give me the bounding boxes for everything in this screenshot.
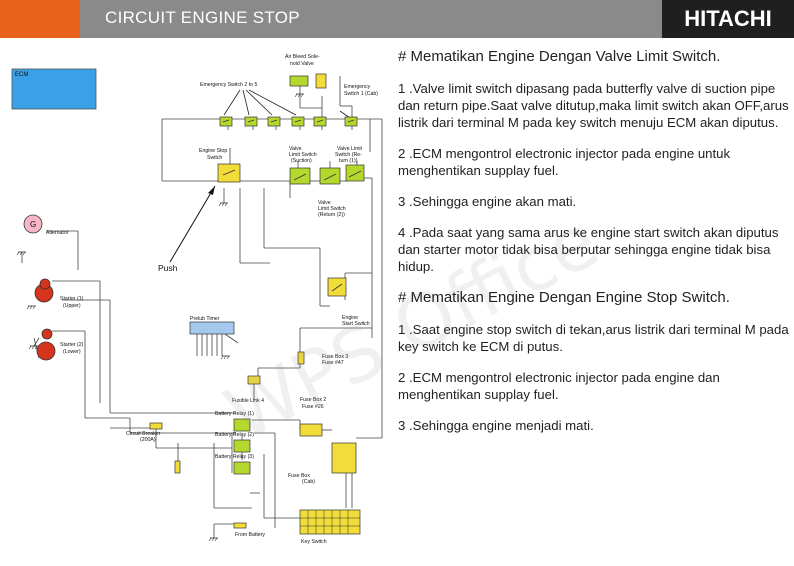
air-bleed-valve-connector <box>315 73 327 89</box>
paragraph-2-3: 3 .Sehingga engine menjadi mati. <box>398 418 594 433</box>
battery-relay-1 <box>233 418 251 432</box>
heading-valve-limit-switch: # Mematikan Engine Dengan Valve Limit Sw… <box>398 48 721 65</box>
starter-lower-label-line1: Starter (2) <box>60 342 84 348</box>
paragraph-2-1: 1 .Saat engine stop switch di tekan,arus… <box>398 322 789 354</box>
key-switch-label: Key Switch <box>301 539 327 545</box>
starter-upper-label-line2: (Upper) <box>63 303 81 309</box>
from-battery-connector <box>233 522 247 529</box>
ground-icon <box>26 305 37 310</box>
push-arrow-head-icon <box>208 186 215 195</box>
brand-logo: HITACHI <box>684 6 772 31</box>
starter-lower-label-line2: (Lower) <box>63 349 81 355</box>
starter-upper-solenoid <box>39 278 51 290</box>
text-panel: # Mematikan Engine Dengan Valve Limit Sw… <box>398 48 790 448</box>
brand-box: HITACHI <box>662 0 794 38</box>
header-accent <box>0 0 80 38</box>
fuse-box-2-label-line1: Fuse Box 2 <box>300 397 326 403</box>
push-label: Push <box>158 263 178 273</box>
emergency-switch-1-label-line2: Switch 1 (Cab) <box>344 91 378 97</box>
air-bleed-label-line1: Air Bleed Sole- <box>285 54 320 60</box>
air-bleed-solenoid-valve <box>289 75 309 87</box>
fuse-box-3 <box>297 351 305 365</box>
vls-return2-label-line1: Valve <box>318 200 331 206</box>
engine-stop-switch <box>217 163 241 183</box>
battery-relay-3-label: Battery Relay (3) <box>215 454 254 460</box>
prelub-timer <box>189 321 235 335</box>
vls-return1-label-line1: Valve Limit <box>337 146 363 152</box>
fuse-element <box>174 460 181 474</box>
starter-lower-motor <box>36 341 56 361</box>
ground-icon <box>294 93 305 98</box>
emergency-switch-junction <box>313 116 327 127</box>
starter-lower-solenoid <box>41 328 53 340</box>
paragraph-2-2: 2 .ECM mengontrol electronic injector pa… <box>398 370 720 402</box>
fuse-box-2 <box>299 423 323 437</box>
fuse-box-3-label-line1: Fuse Box 3 <box>322 354 348 360</box>
emergency-switch-1-label-line1: Emergency <box>344 84 371 90</box>
ecm-box <box>11 68 97 110</box>
fusible-link-4 <box>247 375 261 385</box>
circuit-diagram: ECM Air Bleed Sole- noid Valve Emergency… <box>11 54 383 545</box>
valve-limit-switch-return-1 <box>345 164 365 182</box>
alternator-symbol: G <box>30 220 36 229</box>
vls-return2-label-line3: (Return (2)) <box>318 212 345 218</box>
engine-stop-switch-label-line2: Switch <box>207 155 222 161</box>
ground-icon <box>16 251 27 256</box>
engine-start-switch <box>327 277 347 297</box>
fuse-box-cab-label-line1: Fuse Box <box>288 473 310 479</box>
fusible-link-label: Fusible Link 4 <box>232 398 264 404</box>
starter-upper-label-line1: Starter (1) <box>60 296 84 302</box>
page-title: CIRCUIT ENGINE STOP <box>105 8 300 27</box>
from-battery-label: From Battery <box>235 532 265 538</box>
vls-return1-label-line3: turn (1)) <box>339 158 358 164</box>
emergency-switch-2 <box>219 116 233 127</box>
fuse-box-3-label-line2: Fuse #47 <box>322 360 344 366</box>
valve-limit-switch-return-2 <box>319 167 341 185</box>
emergency-switch-1 <box>344 116 358 127</box>
emergency-switch-2-5-label: Emergency Switch 2 to 5 <box>200 82 257 88</box>
paragraph-1-3: 3 .Sehingga engine akan mati. <box>398 194 577 209</box>
vls-return1-label-line2: Switch (Re- <box>335 152 362 158</box>
fuse-box-2-label-line2: Fuse #26 <box>302 404 324 410</box>
push-arrow-line <box>169 185 216 263</box>
alternator-label: Alternator <box>46 230 69 236</box>
ground-icon <box>218 202 229 207</box>
wiring <box>21 76 383 538</box>
ground-icon <box>208 537 219 542</box>
circuit-breaker-label-line1: Circuit Breaker <box>126 431 161 437</box>
valve-limit-switch-suction <box>289 167 311 185</box>
vls-return2-label-line2: Limit Switch <box>318 206 346 212</box>
key-switch <box>299 509 361 535</box>
battery-relay-1-label: Battery Relay (1) <box>215 411 254 417</box>
paragraph-1-4: 4 .Pada saat yang sama arus ke engine st… <box>398 225 779 274</box>
vls-suction-label-line2: Limit Switch <box>289 152 317 158</box>
vls-suction-label-line1: Valve <box>289 146 302 152</box>
circuit-breaker-label-line2: (200A) <box>140 437 156 443</box>
emergency-switch-3 <box>244 116 258 127</box>
engine-stop-switch-label-line1: Engine Stop <box>199 148 227 154</box>
battery-relay-2-label: Battery Relay (2) <box>215 432 254 438</box>
header-bar: CIRCUIT ENGINE STOP HITACHI <box>0 0 794 38</box>
emergency-switch-4 <box>267 116 281 127</box>
vls-suction-label-line3: (Suction) <box>291 158 312 164</box>
heading-engine-stop-switch: # Mematikan Engine Dengan Engine Stop Sw… <box>398 289 730 306</box>
prelub-timer-label: Prelub Timer <box>190 316 220 322</box>
fuse-box-cab <box>331 442 357 474</box>
circuit-breaker <box>149 422 163 430</box>
battery-relay-2 <box>233 439 251 453</box>
ecm-label: ECM <box>15 72 28 78</box>
paragraph-1-2: 2 .ECM mengontrol electronic injector pa… <box>398 146 731 178</box>
pointer-arrows <box>223 89 351 119</box>
fuse-box-cab-label-line2: (Cab) <box>302 479 315 485</box>
ground-icon <box>220 355 231 360</box>
air-bleed-label-line2: noid Valve <box>290 61 314 67</box>
alternator-icon <box>23 214 43 234</box>
battery-relay-3 <box>233 461 251 475</box>
emergency-switch-5 <box>291 116 305 127</box>
engine-start-switch-label-line2: Start Switch <box>342 321 370 327</box>
engine-start-switch-label-line1: Engine <box>342 315 358 321</box>
paragraph-1-1: 1 .Valve limit switch dipasang pada butt… <box>398 81 789 130</box>
